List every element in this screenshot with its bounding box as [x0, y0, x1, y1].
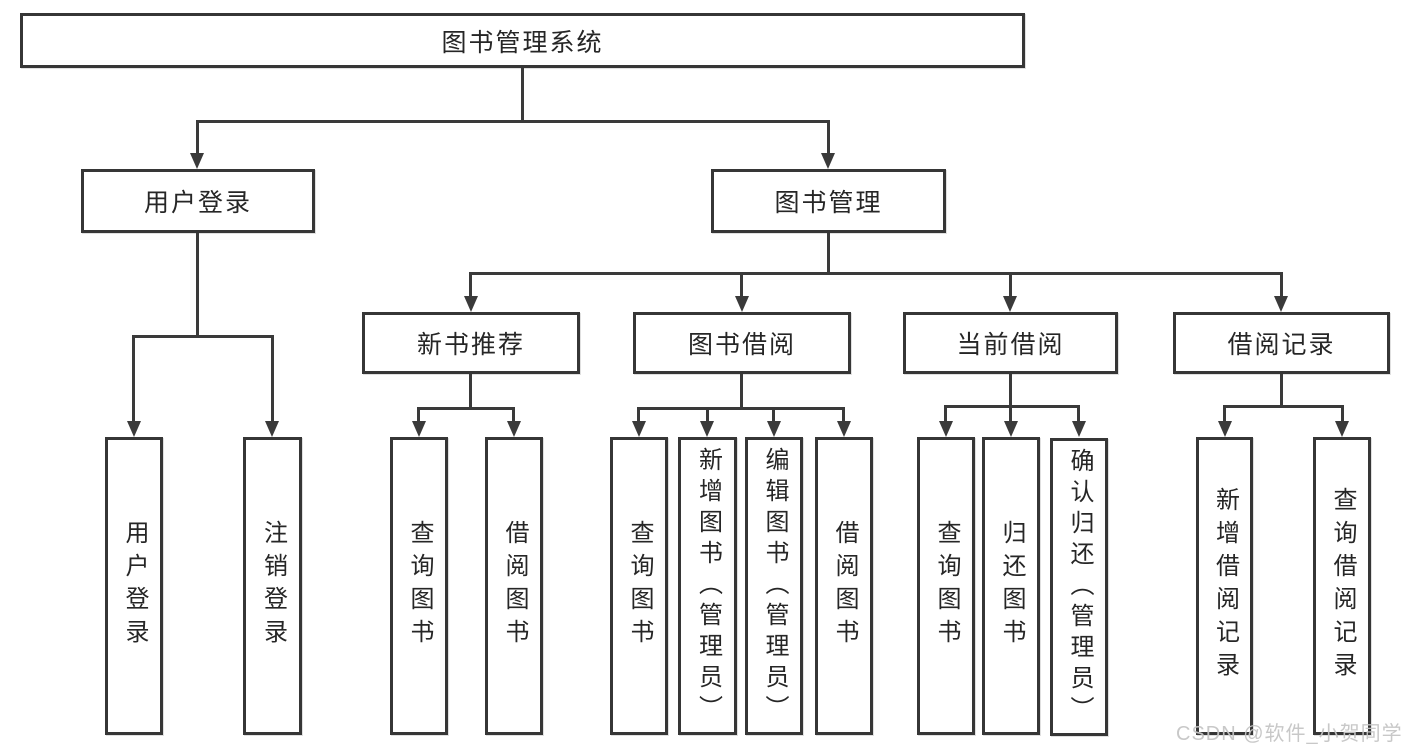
node-root: 图书管理系统	[20, 13, 1025, 68]
leaf-confirm-return-admin: 确认归还（管理员）	[1050, 438, 1108, 736]
leaf-label: 用户登录	[121, 520, 148, 652]
leaf-logout: 注销登录	[243, 437, 302, 735]
arrow-down-icon	[939, 421, 953, 437]
arrow-down-icon	[1218, 421, 1232, 437]
connector-root-stem	[521, 68, 524, 120]
connector-drop	[842, 407, 845, 421]
leaf-edit-book-admin: 编辑图书（管理员）	[745, 437, 803, 735]
leaf-borrow-books: 借阅图书	[815, 437, 873, 735]
connector-borrow-stem	[740, 374, 743, 407]
connector-userlogin-branch	[132, 335, 274, 338]
leaf-label: 查询图书	[933, 520, 960, 652]
connector-drop	[706, 407, 709, 421]
connector-drop	[772, 407, 775, 421]
arrow-down-icon	[412, 421, 426, 437]
connector-drop	[1341, 405, 1344, 421]
leaf-label: 借阅图书	[831, 520, 858, 652]
arrow-down-icon	[632, 421, 646, 437]
leaf-label: 借阅图书	[501, 520, 528, 652]
leaf-user-login: 用户登录	[105, 437, 163, 735]
leaf-label: 注销登录	[259, 520, 287, 652]
leaf-query-borrow-record: 查询借阅记录	[1313, 437, 1371, 735]
arrow-down-icon	[190, 153, 204, 169]
connector-drop	[469, 272, 472, 296]
connector-drop	[271, 335, 274, 421]
watermark-text: CSDN @软件_小贺同学	[1176, 723, 1403, 745]
arrow-down-icon	[821, 153, 835, 169]
node-current-borrow: 当前借阅	[903, 312, 1118, 374]
connector-current-stem	[1009, 374, 1012, 405]
leaf-query-books-borrow: 查询图书	[610, 437, 668, 735]
connector-drop	[827, 120, 830, 153]
arrow-down-icon	[507, 421, 521, 437]
arrow-down-icon	[1004, 421, 1018, 437]
arrow-down-icon	[1335, 421, 1349, 437]
connector-drop	[1009, 272, 1012, 296]
connector-drop	[1009, 405, 1012, 421]
leaf-add-book-admin: 新增图书（管理员）	[678, 437, 737, 735]
connector-bookmgmt-stem	[827, 233, 830, 272]
node-user-login: 用户登录	[81, 169, 315, 233]
arrow-down-icon	[735, 296, 749, 312]
connector-recommend-branch	[417, 407, 515, 410]
connector-drop	[740, 272, 743, 296]
arrow-down-icon	[1072, 421, 1086, 437]
connector-drop	[512, 407, 515, 421]
node-new-book-recommend: 新书推荐	[362, 312, 580, 374]
connector-root-branch	[196, 120, 830, 123]
arrow-down-icon	[837, 421, 851, 437]
connector-drop	[944, 405, 947, 421]
node-borrow-records: 借阅记录	[1173, 312, 1390, 374]
leaf-label: 查询图书	[626, 520, 653, 652]
leaf-label: 确认归还（管理员）	[1066, 447, 1093, 727]
connector-bookmgmt-branch	[469, 272, 1283, 275]
node-book-management: 图书管理	[711, 169, 946, 233]
connector-drop	[637, 407, 640, 421]
arrow-down-icon	[464, 296, 478, 312]
leaf-label: 编辑图书（管理员）	[761, 446, 788, 726]
leaf-label: 查询借阅记录	[1329, 487, 1356, 685]
arrow-down-icon	[1274, 296, 1288, 312]
connector-drop	[132, 335, 135, 421]
arrow-down-icon	[767, 421, 781, 437]
leaf-return-books: 归还图书	[982, 437, 1040, 735]
connector-borrow-branch	[637, 407, 845, 410]
leaf-label: 查询图书	[406, 520, 433, 652]
leaf-label: 新增借阅记录	[1211, 487, 1239, 685]
leaf-label: 归还图书	[998, 520, 1025, 652]
leaf-label: 新增图书（管理员）	[694, 446, 722, 726]
arrow-down-icon	[265, 421, 279, 437]
leaf-query-books-current: 查询图书	[917, 437, 975, 735]
arrow-down-icon	[1003, 296, 1017, 312]
connector-recommend-stem	[469, 374, 472, 407]
connector-drop	[1223, 405, 1226, 421]
connector-drop	[1077, 405, 1080, 421]
connector-userlogin-stem	[196, 233, 199, 335]
leaf-borrow-books-recommend: 借阅图书	[485, 437, 543, 735]
node-book-borrow: 图书借阅	[633, 312, 851, 374]
connector-current-branch	[944, 405, 1080, 408]
leaf-add-borrow-record: 新增借阅记录	[1196, 437, 1253, 735]
leaf-query-books-recommend: 查询图书	[390, 437, 448, 735]
connector-records-branch	[1223, 405, 1344, 408]
connector-drop	[196, 120, 199, 153]
arrow-down-icon	[127, 421, 141, 437]
arrow-down-icon	[700, 421, 714, 437]
connector-records-stem	[1280, 374, 1283, 405]
connector-drop	[417, 407, 420, 421]
connector-drop	[1280, 272, 1283, 296]
